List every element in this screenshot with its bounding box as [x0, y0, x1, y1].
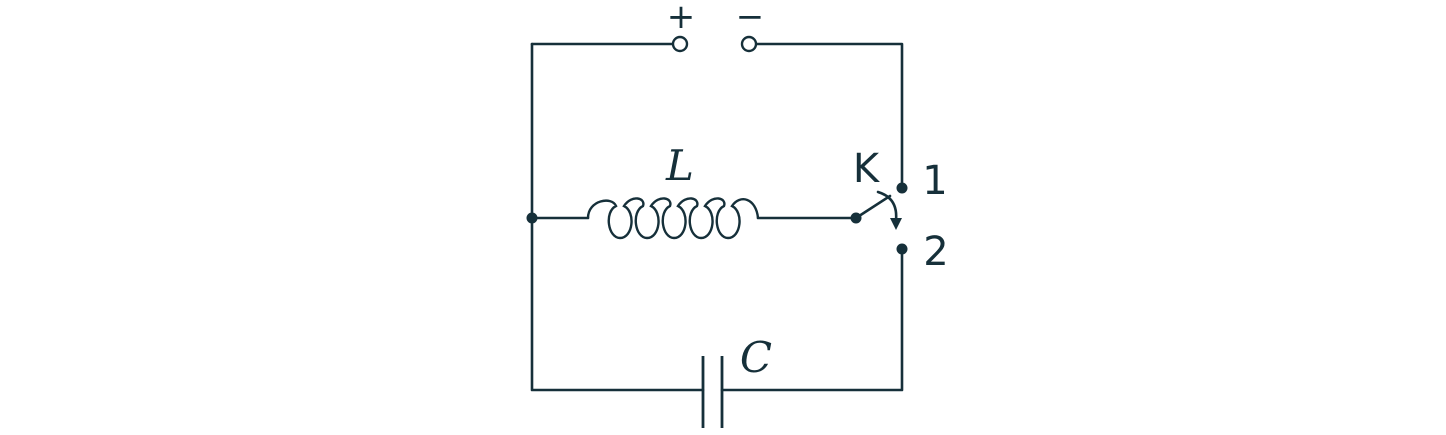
- switch-label: K: [853, 146, 881, 192]
- capacitor-label: C: [740, 333, 772, 382]
- switch-pivot-node: [850, 212, 862, 224]
- right-upper-wire: [753, 42, 904, 190]
- switch-blade: [854, 194, 892, 220]
- minus-sign-label: −: [736, 0, 765, 37]
- plus-terminal: [671, 35, 689, 53]
- contact-2-label: 2: [923, 229, 948, 275]
- right-lower-wire: [720, 247, 904, 392]
- contact-2-node: [896, 243, 908, 255]
- inductor-coil-icon: [586, 197, 760, 240]
- source-terminals: + −: [667, 0, 765, 53]
- top-left-wire: [530, 42, 705, 392]
- plus-sign-label: +: [667, 0, 696, 37]
- inductor-label: L: [665, 141, 694, 190]
- contact-1-label: 1: [922, 158, 947, 204]
- switch-rotation-arc: [876, 190, 898, 222]
- wires: [530, 42, 904, 392]
- switch-arrowhead-icon: [890, 218, 902, 230]
- left-junction-node: [526, 212, 538, 224]
- inductor: L: [586, 141, 760, 240]
- contact-1-node: [896, 182, 908, 194]
- capacitor: C: [701, 333, 772, 428]
- switch: K 1 2: [850, 146, 949, 275]
- minus-terminal: [740, 35, 758, 53]
